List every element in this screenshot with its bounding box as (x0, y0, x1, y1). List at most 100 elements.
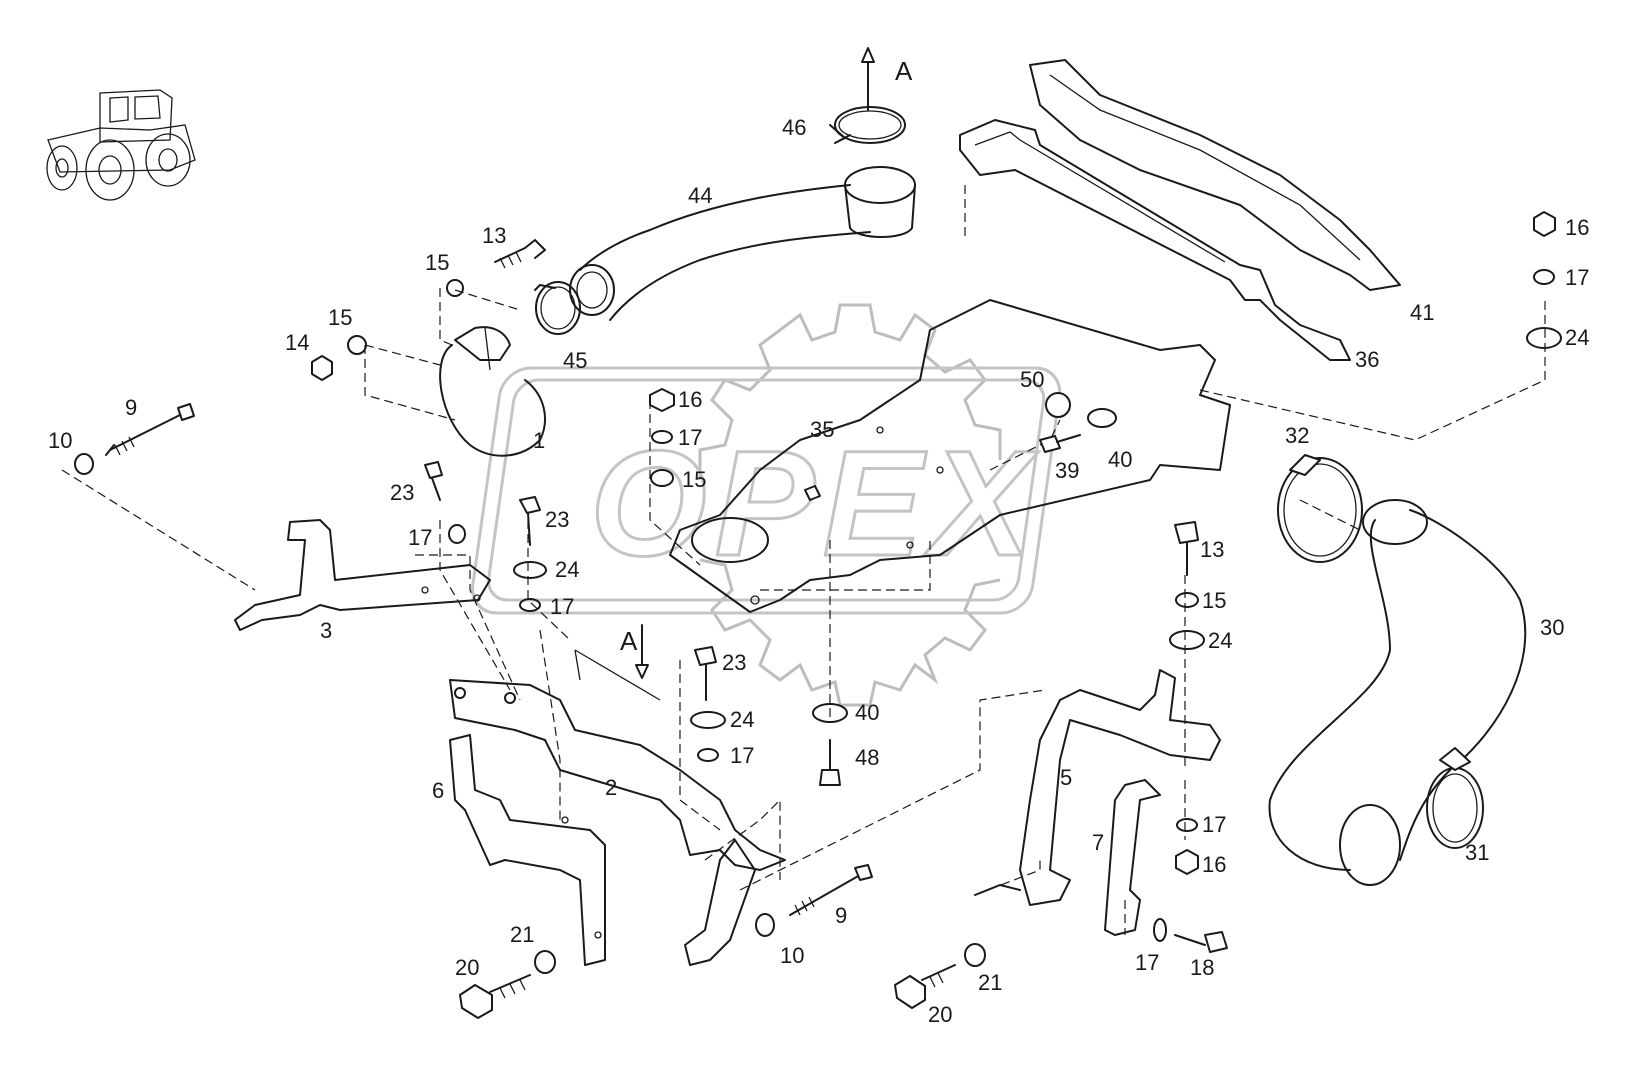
callout-46: 46 (782, 115, 806, 140)
callout-15-d: 15 (1202, 588, 1226, 613)
part-20-bolt-left (459, 974, 531, 1019)
part-24-washer (513, 561, 547, 579)
callout-31: 31 (1465, 840, 1489, 865)
part-15-washer (650, 469, 674, 487)
part-44-intake-hose (569, 166, 916, 321)
part-32-hose-clamp (1277, 454, 1363, 563)
leader-lines (61, 185, 1546, 935)
callout-9-lower: 9 (835, 903, 847, 928)
part-23-bolt-stack (519, 496, 541, 546)
callout-24-d: 24 (1208, 628, 1232, 653)
callout-17-d: 17 (730, 743, 754, 768)
section-mark-a-top: A (895, 56, 913, 86)
part-3-bracket (234, 519, 491, 631)
part-15-washer-right (1175, 592, 1199, 608)
callout-17-g: 17 (1135, 950, 1159, 975)
part-15-washer (446, 279, 464, 297)
callout-17-a: 17 (678, 425, 702, 450)
callout-32: 32 (1285, 423, 1309, 448)
callout-14: 14 (285, 330, 309, 355)
callout-20-right: 20 (928, 1002, 952, 1027)
callout-16-b: 16 (1565, 215, 1589, 240)
part-48-bolt (819, 739, 841, 786)
callout-labels: 1 2 3 5 6 7 9 9 10 10 13 13 14 15 15 15 … (48, 115, 1589, 1027)
callout-17-e: 17 (1565, 265, 1589, 290)
callout-21-right: 21 (978, 970, 1002, 995)
callout-17-f: 17 (1202, 812, 1226, 837)
callout-23-c: 23 (722, 650, 746, 675)
part-17-washer (651, 430, 673, 444)
part-16-nut-right-lower (1175, 849, 1199, 875)
part-17-washer-right (1533, 269, 1555, 285)
part-36-shroud-frame (959, 119, 1351, 361)
callout-15-a: 15 (425, 250, 449, 275)
callout-45: 45 (563, 348, 587, 373)
part-21-washer-left (534, 950, 556, 974)
part-24-washer-right-lower (1169, 630, 1205, 650)
callout-17-b: 17 (408, 525, 432, 550)
part-6-bracket (449, 734, 606, 966)
part-23-bolt-lower (694, 646, 717, 701)
part-13-bolt (494, 239, 546, 269)
callout-40-upper: 40 (1108, 447, 1132, 472)
part-17-washer-bottom (1153, 918, 1167, 942)
callout-10-upper: 10 (48, 428, 72, 453)
callout-35: 35 (810, 417, 834, 442)
part-40-washer-upper (1087, 408, 1117, 428)
part-13-bolt-right (1174, 521, 1199, 576)
callout-24-c: 24 (1565, 325, 1589, 350)
part-24-washer-lower (690, 711, 726, 729)
part-46-hose-clamp (829, 47, 906, 144)
callout-36: 36 (1355, 347, 1379, 372)
callout-24-b: 24 (730, 707, 754, 732)
opex-watermark: OPEX (470, 303, 1062, 707)
callout-18: 18 (1190, 955, 1214, 980)
part-45-hose-clamp (534, 281, 581, 335)
callout-24-a: 24 (555, 557, 579, 582)
part-15-washer (347, 335, 367, 355)
part-17-washer-lower (697, 748, 719, 762)
callout-13-upper: 13 (482, 223, 506, 248)
part-14-nut (311, 355, 333, 381)
part-2-bracket (449, 649, 786, 871)
callout-16-c: 16 (1202, 852, 1226, 877)
callout-23-a: 23 (390, 480, 414, 505)
callout-15-b: 15 (328, 305, 352, 330)
part-35-mounting-plate (669, 299, 1231, 613)
part-30-intake-hose (1268, 499, 1527, 886)
part-2-lower-arm (684, 839, 756, 966)
part-16-nut (649, 388, 675, 412)
section-arrowhead-mid (635, 664, 649, 679)
callout-48: 48 (855, 745, 879, 770)
callout-41: 41 (1410, 300, 1434, 325)
part-10-washer-lower (755, 913, 775, 937)
callout-40-lower: 40 (855, 700, 879, 725)
callout-1: 1 (533, 428, 545, 453)
callout-2: 2 (605, 775, 617, 800)
section-mark-a-mid: A (620, 626, 638, 656)
part-23-bolt (424, 461, 443, 501)
watermark-text: OPEX (590, 419, 1039, 587)
watermark-frame-outer (470, 366, 1062, 615)
callout-13-right: 13 (1200, 537, 1224, 562)
callout-50: 50 (1020, 367, 1044, 392)
part-9-long-bolt-lower (789, 864, 873, 916)
callout-17-c: 17 (550, 594, 574, 619)
callout-44: 44 (688, 183, 712, 208)
callout-10-lower: 10 (780, 943, 804, 968)
callout-5: 5 (1060, 765, 1072, 790)
tractor-icon (46, 89, 196, 201)
callout-39: 39 (1055, 458, 1079, 483)
callout-3: 3 (320, 618, 332, 643)
part-18-bolt (1174, 931, 1228, 953)
part-9-long-bolt (105, 403, 195, 456)
callout-30: 30 (1540, 615, 1564, 640)
callout-6: 6 (432, 778, 444, 803)
callout-7: 7 (1092, 830, 1104, 855)
part-1-rubber-elbow (439, 326, 546, 457)
part-21-washer-right (964, 943, 986, 967)
part-39-bolt (1039, 434, 1081, 453)
part-10-washer (74, 453, 94, 475)
part-24-washer-right (1526, 327, 1562, 349)
part-20-bolt-right (894, 964, 956, 1009)
